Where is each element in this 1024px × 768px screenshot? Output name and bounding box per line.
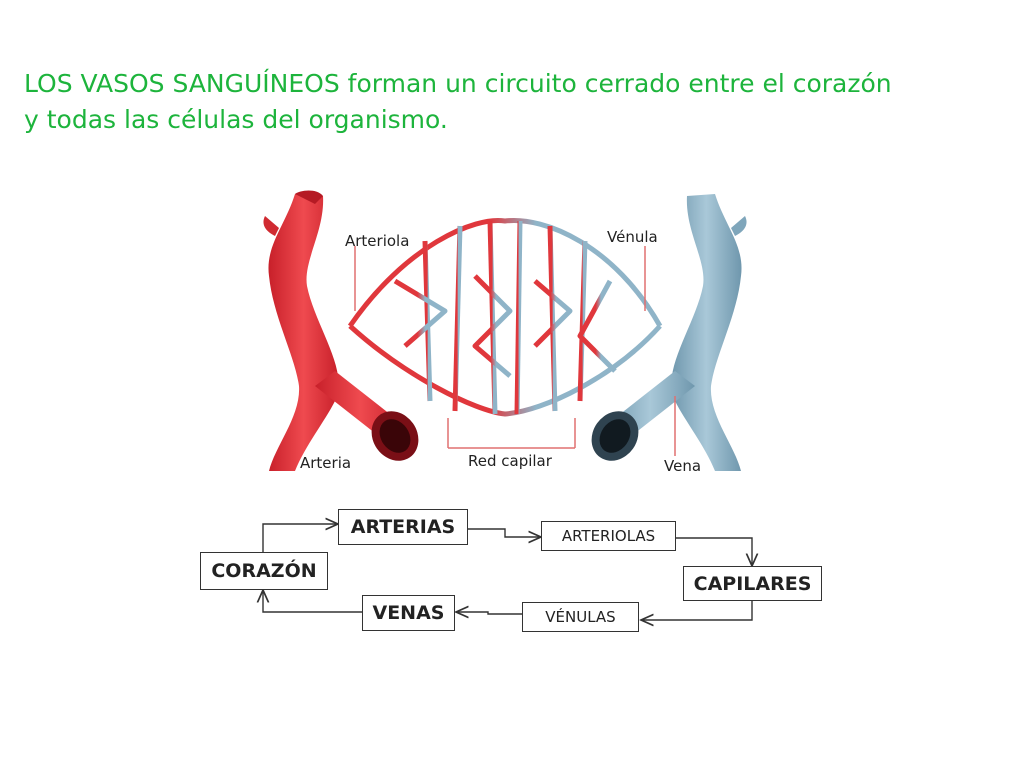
arrow-corazon-to-arterias <box>262 524 338 552</box>
page-title: LOS VASOS SANGUÍNEOS forman un circuito … <box>24 66 1004 138</box>
flow-box-venulas: VÉNULAS <box>522 602 639 632</box>
vena-label: Vena <box>664 457 702 475</box>
arteria-label: Arteria <box>300 454 352 472</box>
arteriola-label: Arteriola <box>345 232 410 250</box>
flow-box-arteriolas: ARTERIOLAS <box>541 521 676 551</box>
capillary-network <box>347 217 663 417</box>
flow-box-arterias: ARTERIAS <box>338 509 468 545</box>
vein-shape <box>591 194 747 471</box>
flow-box-capilares: CAPILARES <box>683 566 822 601</box>
venula-label: Vénula <box>607 228 658 246</box>
red-capilar-label: Red capilar <box>468 452 552 470</box>
label-leader-lines <box>354 246 676 456</box>
title-line-2: y todas las células del organismo. <box>24 105 448 134</box>
arrow-venulas-to-venas <box>456 612 522 614</box>
title-line-1: LOS VASOS SANGUÍNEOS forman un circuito … <box>24 69 892 98</box>
artery-shape <box>263 190 419 471</box>
arrow-venas-to-corazon <box>263 590 362 613</box>
arrow-arteriolas-to-capilares <box>676 537 752 566</box>
flow-box-corazon: CORAZÓN <box>200 552 328 590</box>
blood-vessel-illustration <box>263 190 747 471</box>
arrow-arterias-to-arteriolas <box>468 528 541 537</box>
arrow-capilares-to-venulas <box>641 601 753 620</box>
flow-box-venas: VENAS <box>362 595 455 631</box>
